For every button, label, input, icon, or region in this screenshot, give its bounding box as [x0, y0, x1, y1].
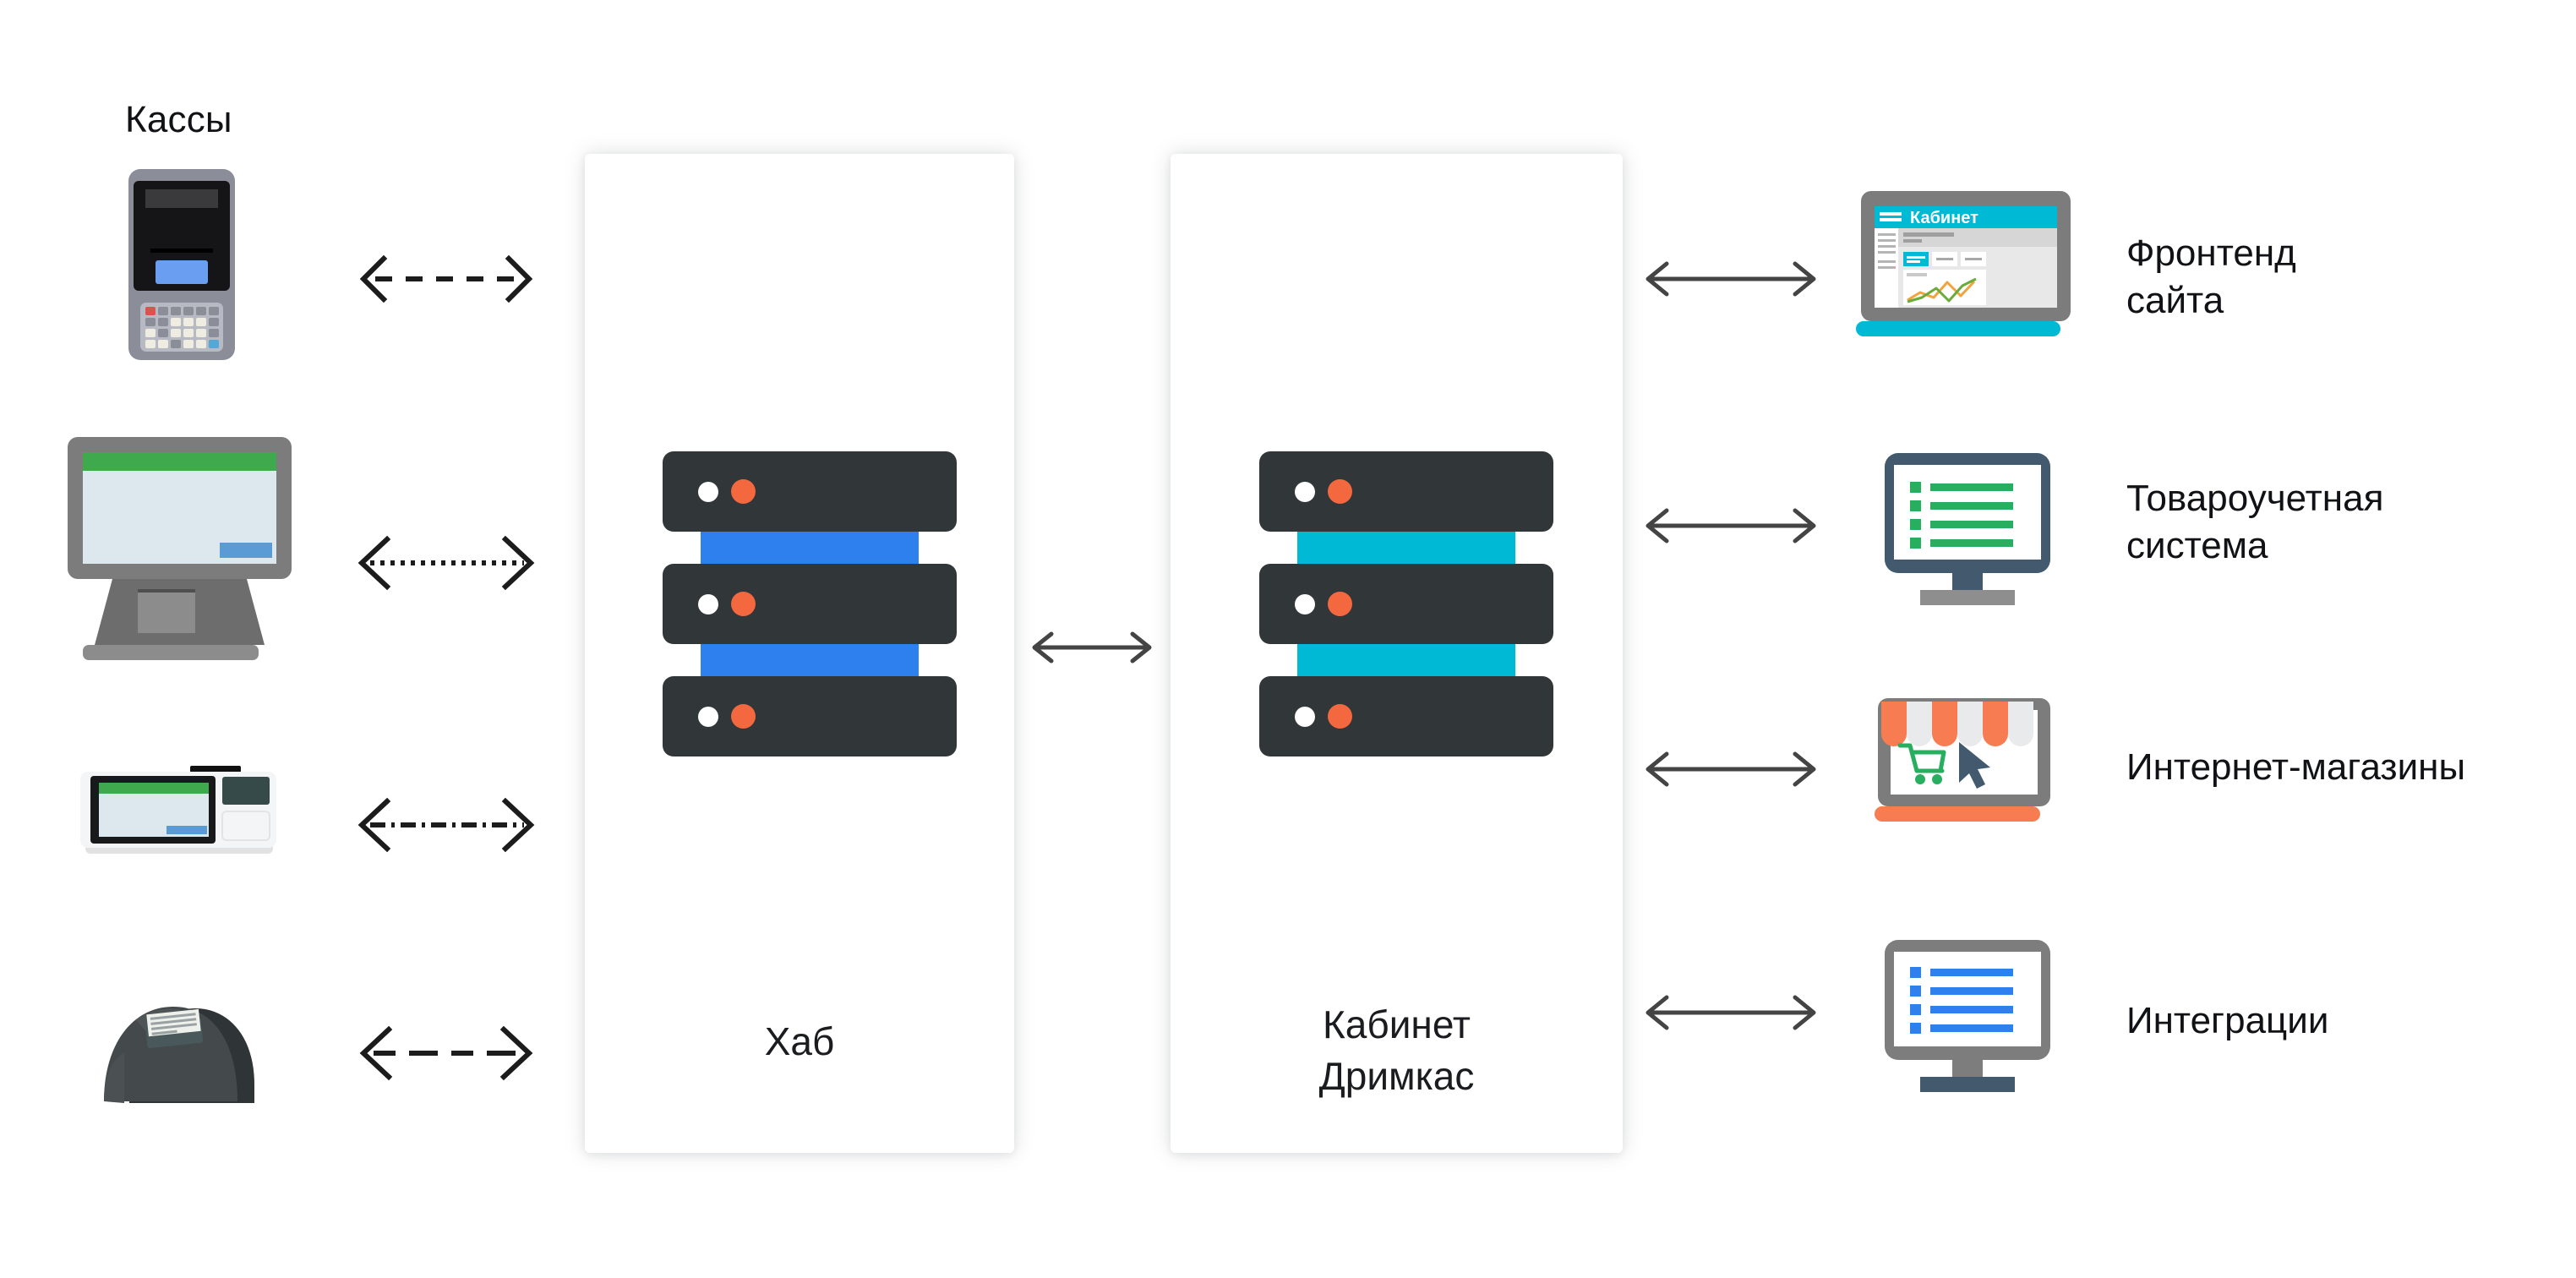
pos-terminal-icon: [127, 167, 237, 362]
service-integrations-label: Интеграции: [2126, 1000, 2329, 1041]
cabinet-status-dot-orange-2: [1328, 592, 1352, 616]
arrow-cabinet-to-online-stores: [1638, 744, 1824, 799]
cabinet-server-stack: [1259, 451, 1553, 789]
service-inventory-system-label: Товароучетная система: [2126, 478, 2384, 567]
pos-tablet-icon: [72, 761, 283, 866]
monitor-green-list-icon: [1883, 446, 2052, 607]
hub-server-unit-1: [663, 451, 957, 532]
arrow-pos-terminal-to-hub: [345, 247, 548, 315]
arrow-cabinet-to-integrations: [1638, 987, 1824, 1042]
monitor-blue-list-icon: [1883, 940, 2052, 1100]
hub-cabinet-arrow: [1024, 622, 1160, 677]
cabinet-status-dot-white-2: [1295, 594, 1315, 614]
arrow-printer-to-hub: [345, 1021, 548, 1090]
hub-status-dot-white-3: [698, 707, 718, 727]
cabinet-panel-label: Кабинет Дримкас: [1318, 1002, 1475, 1098]
online-store-laptop-icon: [1875, 693, 2065, 837]
arrow-pos-tablet-to-hub: [345, 793, 548, 861]
arrow-pos-monitor-to-hub: [345, 531, 548, 599]
cabinet-server-unit-1: [1259, 451, 1553, 532]
laptop-app-title: Кабинет: [1910, 209, 1978, 227]
hub-server-unit-2: [663, 564, 957, 644]
hub-server-unit-3: [663, 676, 957, 756]
left-group-title: Кассы: [125, 99, 232, 140]
pos-monitor-icon: [63, 435, 296, 689]
cabinet-status-dot-orange-3: [1328, 704, 1352, 729]
cabinet-panel: Кабинет Дримкас: [1171, 154, 1623, 1153]
arrow-cabinet-to-site-frontend: [1638, 254, 1824, 309]
cabinet-status-dot-orange-1: [1328, 479, 1352, 504]
cabinet-status-dot-white-3: [1295, 707, 1315, 727]
hub-status-dot-orange-3: [731, 704, 756, 729]
hub-panel-label: Хаб: [764, 1019, 835, 1063]
service-online-stores-label: Интернет-магазины: [2126, 746, 2466, 788]
cabinet-status-dot-white-1: [1295, 482, 1315, 502]
cabinet-server-unit-3: [1259, 676, 1553, 756]
hub-status-dot-orange-2: [731, 592, 756, 616]
hub-status-dot-orange-1: [731, 479, 756, 504]
laptop-cabinet-icon: Кабинет: [1856, 188, 2101, 357]
service-site-frontend-label: Фронтенд сайта: [2126, 232, 2296, 322]
arrow-cabinet-to-inventory-system: [1638, 500, 1824, 555]
hub-server-stack: [663, 451, 957, 789]
hub-status-dot-white-1: [698, 482, 718, 502]
cabinet-server-unit-2: [1259, 564, 1553, 644]
hub-status-dot-white-2: [698, 594, 718, 614]
hub-panel: Хаб: [585, 154, 1014, 1153]
receipt-printer-icon: [89, 976, 275, 1124]
